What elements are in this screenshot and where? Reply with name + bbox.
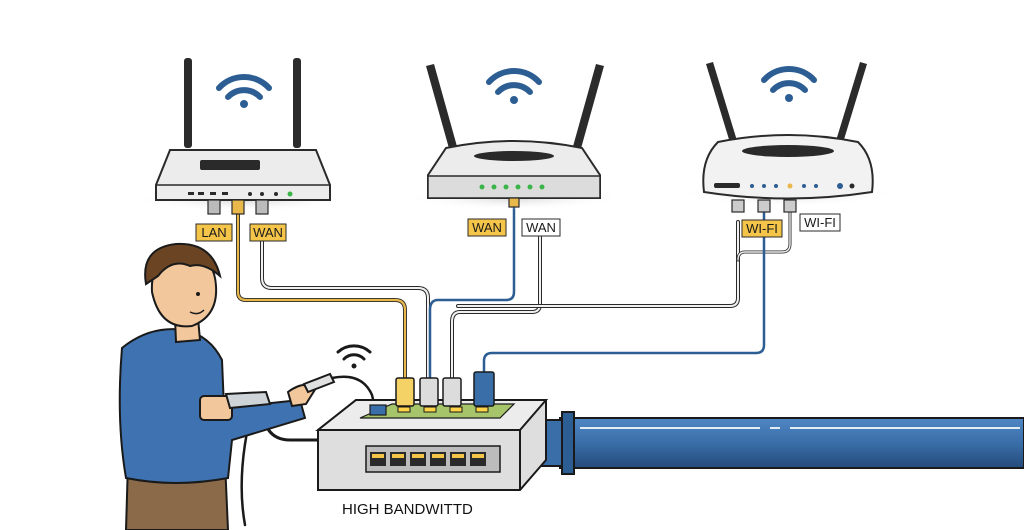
antenna-icon xyxy=(293,58,301,148)
router-1: LAN WAN xyxy=(133,58,353,242)
caption: HIGH BANDWITTD xyxy=(342,501,473,518)
port-label-bg xyxy=(521,218,561,237)
router-2: WAN WAN xyxy=(404,64,624,237)
port-label: LAN xyxy=(201,225,226,240)
antenna-icon xyxy=(835,62,867,146)
antenna-icon xyxy=(572,64,604,152)
port-label-bg xyxy=(741,219,783,238)
antenna-icon xyxy=(706,62,738,146)
port-label-bg xyxy=(249,223,287,242)
port-label-bg xyxy=(467,218,507,237)
backbone-pipe xyxy=(531,411,1024,475)
port-label-bg xyxy=(799,213,841,232)
router-3: WI-FI WI-FI xyxy=(678,62,898,238)
cable-blue-2 xyxy=(482,210,766,377)
wifi-icon xyxy=(336,344,372,369)
wifi-icon xyxy=(761,66,817,102)
antenna-icon xyxy=(184,58,192,148)
cable-gray-2 xyxy=(450,234,542,387)
port-label: WI-FI xyxy=(804,215,836,230)
port-label: WAN xyxy=(253,225,283,240)
port-label-bg xyxy=(195,223,233,242)
person-figure xyxy=(118,242,336,530)
port-label: WAN xyxy=(472,220,502,235)
wifi-icon xyxy=(216,74,272,108)
port-label: WI-FI xyxy=(746,221,778,236)
cables xyxy=(236,204,792,527)
wifi-icon xyxy=(486,68,542,104)
network-switch xyxy=(315,371,549,491)
antenna-icon xyxy=(426,64,458,152)
cable-blue-1 xyxy=(428,204,516,387)
port-label: WAN xyxy=(526,220,556,235)
